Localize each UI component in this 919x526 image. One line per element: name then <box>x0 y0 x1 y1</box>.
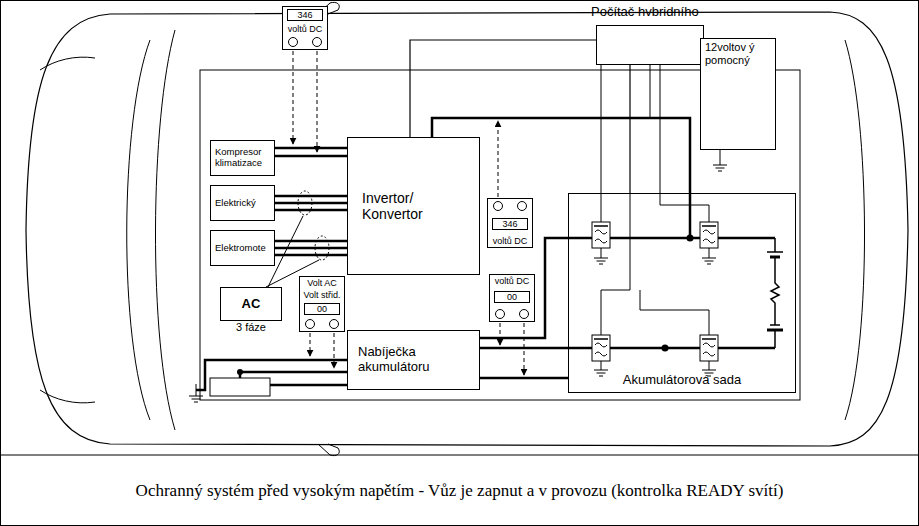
probe-line <box>334 333 335 368</box>
node-label: Volt AC <box>300 278 344 288</box>
battery-cell <box>767 252 783 325</box>
meter-terminals <box>488 200 532 212</box>
voltmeter: Volt AC Volt střid. 00 <box>299 276 345 332</box>
relay-coil <box>595 230 715 356</box>
terminal <box>517 201 527 211</box>
node-label: Počítač hvbridního <box>591 5 699 20</box>
node-label: voltů DC <box>283 24 327 34</box>
wire-connector <box>275 202 347 205</box>
node-label: voltů DC <box>490 276 534 286</box>
battery-cell <box>767 257 783 330</box>
auxiliary-battery-box: 12voltov ý pomocný <box>700 38 776 150</box>
junction-dot <box>687 235 694 242</box>
ground-symbol <box>594 258 608 264</box>
power-wire <box>480 377 568 380</box>
headlight <box>40 390 95 403</box>
power-wire <box>275 155 347 158</box>
inverter-box: Invertor/ Konvertor <box>347 137 480 275</box>
wire-connector <box>480 347 568 350</box>
node-label: 12voltov ý pomocný <box>705 41 771 66</box>
terminal <box>519 309 529 319</box>
wire-connector <box>410 40 596 137</box>
control-wire <box>601 65 602 222</box>
node-label: Invertor/ Konvertor <box>362 190 465 222</box>
control-wire <box>601 193 630 335</box>
meter-reading: 346 <box>287 9 323 21</box>
ground-wire <box>601 248 709 370</box>
meter-terminals <box>490 308 534 320</box>
node-label: AC <box>225 297 277 312</box>
ground-symbol <box>594 370 608 376</box>
power-wire <box>270 384 347 387</box>
charge-port <box>210 378 270 396</box>
relays <box>592 222 718 361</box>
relay-contact <box>594 226 716 339</box>
caption-area: Ochranný systém před vysokým napětím - V… <box>0 458 919 524</box>
ground-wire <box>720 150 721 165</box>
car-body <box>26 12 908 446</box>
junction-dot <box>237 369 243 375</box>
ground-wire <box>196 384 197 396</box>
wire-connector <box>275 147 347 150</box>
node-label: Volt střid. <box>300 290 344 300</box>
phase-label-box: AC3 fáze <box>220 287 282 321</box>
computer-box: Počítač hvbridního <box>596 25 704 65</box>
probe-line <box>293 51 294 144</box>
meter-reading: 00 <box>494 291 530 303</box>
node-label: 3 fáze <box>215 321 287 334</box>
component-box: Kompresor klimatizace <box>210 140 275 176</box>
probe-line <box>498 121 499 197</box>
component-box: Elektromote <box>210 230 275 266</box>
ground-symbol <box>702 258 716 264</box>
rear-window <box>845 40 865 420</box>
phase-wire <box>275 241 347 255</box>
caption-rule <box>0 455 919 456</box>
terminal <box>288 37 298 47</box>
terminal <box>305 319 315 329</box>
meter-terminals <box>283 36 327 48</box>
node-label: Kompresor klimatizace <box>215 147 270 169</box>
ground-symbol <box>713 165 727 171</box>
headlight <box>40 57 95 70</box>
voltmeter: voltů DC 00 <box>489 274 535 322</box>
terminal <box>493 201 503 211</box>
caption: Ochranný systém před vysokým napětím - V… <box>136 480 784 502</box>
node-label: voltů DC <box>488 236 532 246</box>
voltmeter: 346 voltů DC <box>282 6 328 50</box>
node-label: Akumulátorová sada <box>573 373 791 388</box>
probe-line <box>500 323 501 345</box>
meter-reading: 346 <box>492 218 528 230</box>
battery-pack-box: Akumulátorová sada <box>568 193 796 393</box>
probe-line <box>317 51 318 152</box>
terminal <box>495 309 505 319</box>
probe-line <box>310 333 311 356</box>
node-label: Elektromote <box>215 243 270 254</box>
wire-connector <box>275 247 347 250</box>
node-label: Elektrický <box>215 198 270 209</box>
power-wire <box>240 372 347 378</box>
power-wire <box>689 193 692 238</box>
control-wire <box>650 65 651 118</box>
windshield <box>127 40 150 420</box>
terminal <box>312 37 322 47</box>
charger-box: Nabíječka akumulátoru <box>347 330 480 390</box>
meter-reading: 00 <box>304 303 340 315</box>
voltmeter: 346 voltů DC <box>487 198 533 248</box>
terminal <box>329 319 339 329</box>
mirror <box>318 444 339 456</box>
control-wire <box>640 290 709 335</box>
component-box: Elektrický <box>210 185 275 221</box>
meter-terminals <box>300 318 344 330</box>
wire-connector <box>629 65 630 193</box>
junction-dot <box>662 345 669 352</box>
hood-line <box>155 30 175 430</box>
node-label: Nabíječka akumulátoru <box>358 345 469 375</box>
ground-symbol <box>189 396 203 402</box>
